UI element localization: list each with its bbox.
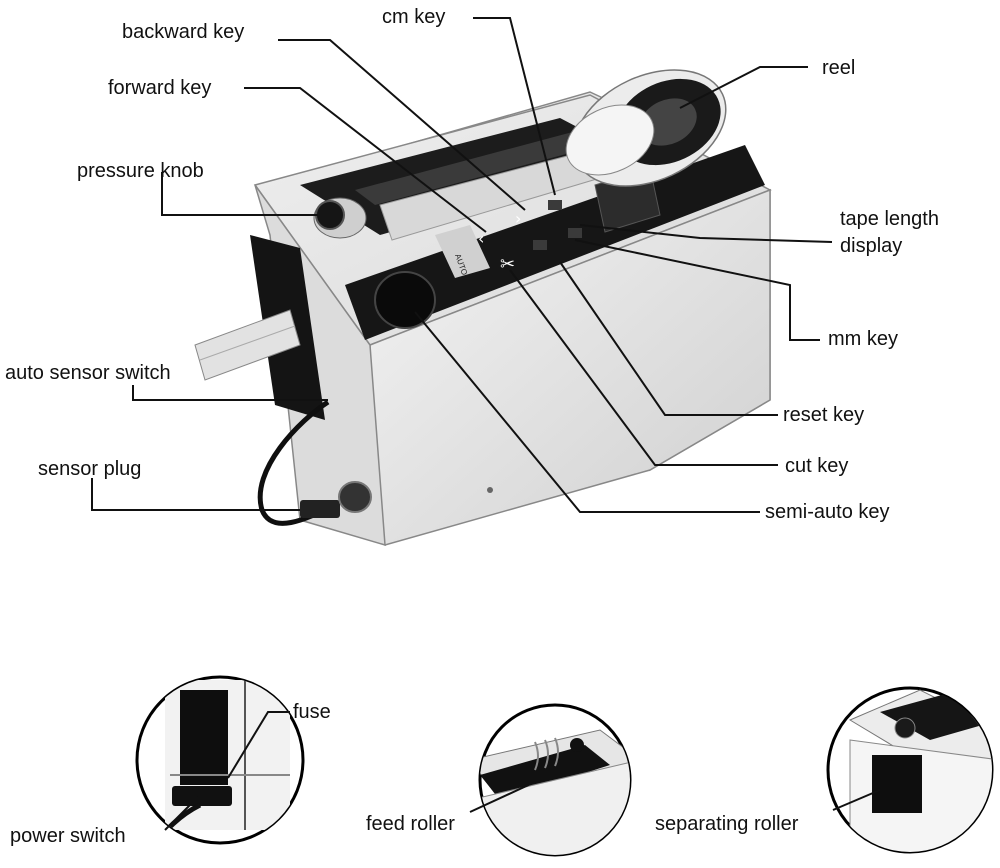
reset-key[interactable] <box>533 240 547 250</box>
detail-separating-roller <box>826 686 994 854</box>
label-fuse: fuse <box>293 701 331 723</box>
leader-fuse <box>227 711 290 779</box>
label-tape-length-display: display <box>840 235 903 257</box>
leader-cut-key <box>509 269 778 466</box>
leader-separating-roller <box>832 789 881 811</box>
label-backward-key: backward key <box>122 21 245 43</box>
mm-key[interactable] <box>568 228 582 238</box>
leader-backward-key <box>278 39 526 211</box>
leader-pressure-knob <box>161 172 318 216</box>
arrow-right-icon[interactable]: › <box>515 209 521 228</box>
label-separating-roller: separating roller <box>655 813 799 835</box>
leader-lines <box>91 17 833 513</box>
leader-reset-key <box>559 261 778 416</box>
dispenser-machine: AUTO ‹ › ✂ <box>194 69 772 547</box>
semi-auto-button[interactable] <box>374 271 436 329</box>
cm-key[interactable] <box>548 200 562 210</box>
flat-cable <box>194 309 301 381</box>
leader-tape-length-display <box>579 224 833 243</box>
sensor-socket <box>338 481 372 513</box>
label-tape-length: tape length <box>840 208 939 230</box>
leader-reel <box>679 66 808 109</box>
control-panel <box>345 145 765 340</box>
leader-feed-roller <box>469 781 536 813</box>
leader-cm-key <box>473 17 556 196</box>
label-sensor-plug: sensor plug <box>38 458 142 480</box>
leader-sensor-plug <box>91 478 300 511</box>
power-switch-rocker[interactable] <box>172 786 232 806</box>
leader-semi-auto-key <box>414 311 760 513</box>
label-auto-sensor-switch: auto sensor switch <box>5 362 171 384</box>
detail-power-switch <box>135 675 305 845</box>
pressure-knob[interactable] <box>315 200 345 230</box>
scissors-icon[interactable]: ✂ <box>500 254 515 275</box>
label-cm-key: cm key <box>382 6 446 28</box>
label-reel: reel <box>822 57 856 79</box>
tape-reel <box>565 69 727 187</box>
leader-auto-sensor-switch <box>132 385 328 401</box>
label-forward-key: forward key <box>108 77 212 99</box>
label-cut-key: cut key <box>785 455 849 477</box>
detail-feed-roller <box>469 703 632 857</box>
label-pressure-knob: pressure knob <box>77 160 204 182</box>
label-semi-auto-key: semi-auto key <box>765 501 890 523</box>
label-reset-key: reset key <box>783 404 865 426</box>
keypad: ‹ › ✂ <box>478 200 582 275</box>
label-mm-key: mm key <box>828 328 898 350</box>
label-power-switch: power switch <box>10 825 126 847</box>
leader-power-switch <box>164 796 199 831</box>
leader-mm-key <box>574 239 820 341</box>
leader-forward-key <box>244 87 487 233</box>
arrow-left-icon[interactable]: ‹ <box>478 229 484 248</box>
auto-tag-plate <box>435 225 490 278</box>
label-feed-roller: feed roller <box>366 813 455 835</box>
sensor-plug-connector[interactable] <box>300 500 340 518</box>
sensor-cable <box>257 399 337 526</box>
